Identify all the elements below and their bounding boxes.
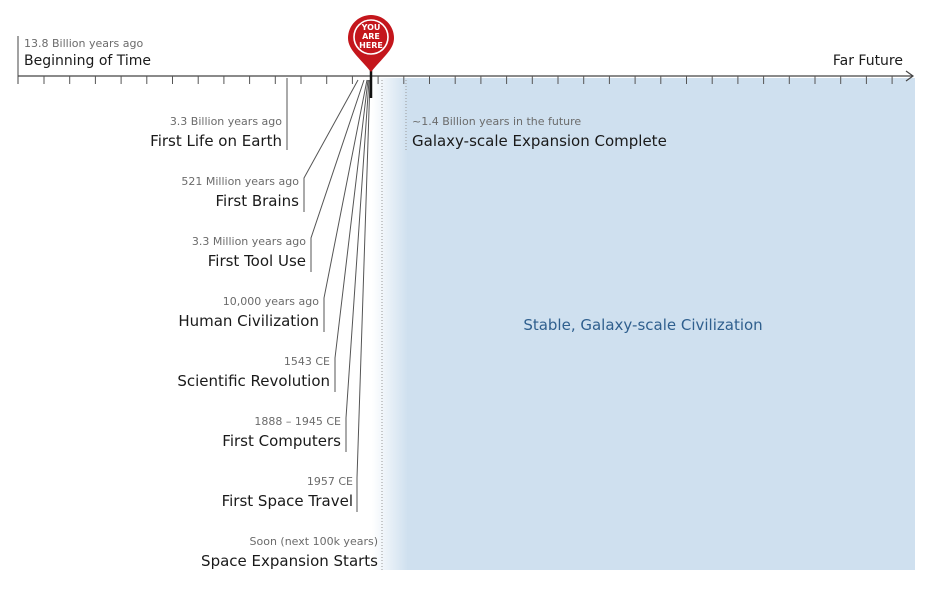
- event-title: First Computers: [222, 432, 341, 450]
- connector-first-computers: [345, 79, 370, 452]
- event-first-life: 3.3 Billion years ago First Life on Eart…: [150, 115, 282, 150]
- start-title: Beginning of Time: [24, 53, 151, 69]
- event-first-tool-use: 3.3 Million years ago First Tool Use: [192, 235, 306, 270]
- event-galaxy-expansion-complete: ~1.4 Billion years in the future Galaxy-…: [412, 115, 667, 150]
- event-first-computers: 1888 – 1945 CE First Computers: [222, 415, 341, 450]
- you-are-here-pin: YOU ARE HERE: [348, 15, 394, 72]
- event-title: First Tool Use: [208, 252, 306, 270]
- event-connectors: [286, 78, 371, 512]
- event-title: First Space Travel: [222, 492, 353, 510]
- connector-first-brains: [303, 79, 359, 212]
- event-scientific-revolution: 1543 CE Scientific Revolution: [177, 355, 330, 390]
- timeline-arrowhead: [905, 70, 915, 82]
- event-first-space-travel: 1957 CE First Space Travel: [222, 475, 353, 510]
- event-human-civilization: 10,000 years ago Human Civilization: [178, 295, 319, 330]
- event-title: First Life on Earth: [150, 132, 282, 150]
- event-note: 10,000 years ago: [223, 295, 319, 308]
- end-title: Far Future: [833, 53, 903, 69]
- future-region: [407, 78, 915, 570]
- event-note: 3.3 Billion years ago: [170, 115, 282, 128]
- future-region-fade: [372, 78, 408, 570]
- event-first-brains: 521 Million years ago First Brains: [181, 175, 299, 210]
- connector-human-civilization: [323, 79, 368, 332]
- event-space-expansion: Soon (next 100k years) Space Expansion S…: [201, 535, 378, 570]
- event-note: Soon (next 100k years): [250, 535, 379, 548]
- event-note: 1888 – 1945 CE: [254, 415, 341, 428]
- connector-first-tool-use: [310, 79, 365, 272]
- event-note: 1957 CE: [307, 475, 353, 488]
- connector-first-space-travel: [356, 79, 371, 512]
- event-title: Scientific Revolution: [177, 372, 330, 390]
- pin-line-1: YOU: [361, 23, 381, 32]
- event-title: First Brains: [216, 192, 300, 210]
- connector-scientific-revolution: [334, 79, 369, 392]
- pin-inner-circle: [353, 19, 389, 55]
- event-title: Human Civilization: [178, 312, 319, 330]
- event-title: Space Expansion Starts: [201, 552, 378, 570]
- start-note: 13.8 Billion years ago: [24, 37, 143, 50]
- pin-line-2: ARE: [362, 32, 380, 41]
- event-note: 3.3 Million years ago: [192, 235, 306, 248]
- event-title: Galaxy-scale Expansion Complete: [412, 132, 667, 150]
- pin-line-3: HERE: [359, 41, 383, 50]
- timeline-ticks: [43, 76, 893, 84]
- region-label: Stable, Galaxy-scale Civilization: [523, 316, 762, 334]
- event-note: ~1.4 Billion years in the future: [412, 115, 581, 128]
- event-note: 521 Million years ago: [181, 175, 299, 188]
- event-note: 1543 CE: [284, 355, 330, 368]
